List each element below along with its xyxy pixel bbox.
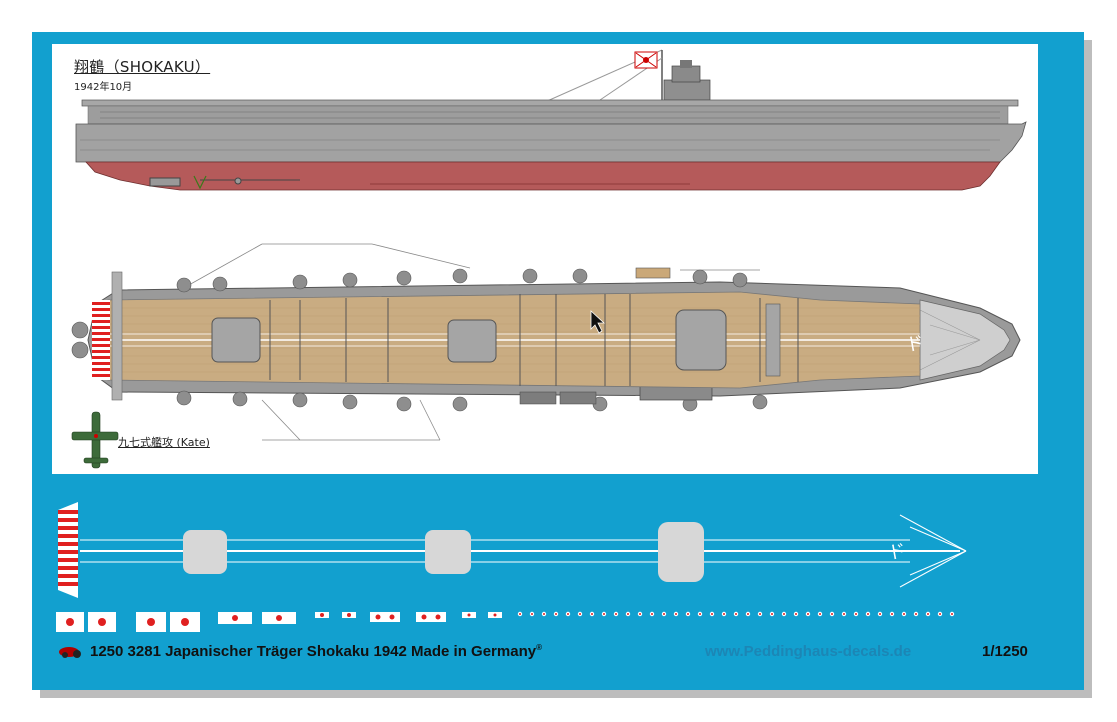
mid-elevator: [447, 319, 497, 363]
drawing-date: 1942年10月: [74, 82, 133, 93]
website-link[interactable]: www.Peddinghaus-decals.de: [705, 643, 912, 660]
brand-logo-icon: [59, 647, 81, 658]
scale-label: 1/1250: [982, 643, 1028, 660]
kate-aircraft: [71, 411, 119, 469]
deck-marking-top: ド: [904, 332, 925, 356]
top-view: [71, 243, 1021, 441]
registered-mark: ®: [536, 643, 542, 652]
deck-decal: [58, 502, 967, 598]
deck-marking-decal: ド: [886, 540, 907, 564]
flag-decals: [56, 611, 955, 632]
side-profile: [75, 49, 1027, 191]
product-info: 1250 3281 Japanischer Träger Shokaku 194…: [90, 643, 542, 660]
fwd-elevator: [675, 309, 727, 371]
aircraft-label: 九七式艦攻 (Kate): [118, 436, 210, 449]
product-text: 1250 3281 Japanischer Träger Shokaku 194…: [90, 643, 537, 660]
aft-elevator: [211, 317, 261, 363]
mouse-cursor-icon: [590, 310, 606, 334]
drawing-title: 翔鶴（SHOKAKU）: [74, 58, 211, 76]
stern-stripes-top: [92, 300, 110, 380]
